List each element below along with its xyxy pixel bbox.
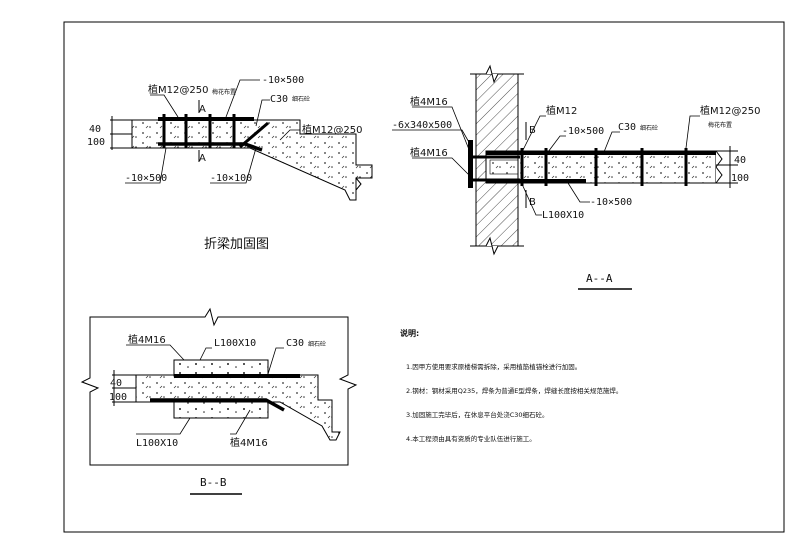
bb-title: B--B [200,476,227,489]
plan-title: 折梁加固图 [204,237,269,252]
plan-plate-bottom-label: -10×500 [125,173,167,184]
notes-item-2: 2.钢材：钢材采用Q235，焊条为普通E型焊条，焊缝长度按相关规范施焊。 [406,386,622,395]
aa-concrete: C30 [618,122,636,133]
plan-bolt-top-label: 植M12@250 [148,83,208,96]
notes-heading: 说明: [400,328,419,338]
plan-bolt-top-note: 梅花布置 [212,88,236,96]
bb-bolt-bottom: 植4M16 [230,436,268,449]
aa-bolt-right: 植M12@250 [700,104,760,117]
plan-concrete-label: C30 [270,94,288,105]
bb-angle-bottom: L100X10 [136,438,178,449]
bb-dim-40: 40 [110,378,122,389]
plan-concrete-note: 细石砼 [292,95,310,103]
aa-bolt-4m16-top: 植4M16 [410,95,448,108]
aa-concrete-note: 细石砼 [640,124,658,132]
aa-bolt-m12: 植M12 [546,104,577,117]
aa-bolt-right-note: 梅花布置 [708,121,732,129]
aa-dim-100: 100 [731,173,749,184]
plan-bolt-right-label: 植M12@250 [302,123,362,136]
bb-bolt-top: 植4M16 [128,333,166,346]
plan-section-a-bottom: A [199,153,206,164]
aa-plate-bottom: -10×500 [590,197,632,208]
aa-plate-340: -6x340x500 [392,120,452,131]
plan-dim-100: 100 [87,137,105,148]
section-b-b: 40 100 植4M16 L100X10 C30 细石砼 L100X10 植4M… [80,307,358,495]
plan-plate-bend-label: -10×100 [210,173,252,184]
notes-item-4: 4.本工程须由具有资质的专业队伍进行施工。 [406,434,536,443]
bb-angle-top: L100X10 [214,338,256,349]
plan-plate-top-label: -10×500 [262,75,304,86]
bb-concrete: C30 [286,338,304,349]
notes-item-3: 3.加固施工完毕后，在休息平台处浇C30细石砼。 [406,410,549,419]
bb-dim-100: 100 [109,392,127,403]
plan-dim-40: 40 [89,124,101,135]
section-a-a: B B 40 100 植4M16 -6x340x500 植4M16 植M12 -… [392,64,760,290]
aa-plate-top: -10×500 [562,126,604,137]
bb-concrete-note: 细石砼 [308,340,326,348]
aa-title: A--A [586,272,613,285]
aa-bolt-4m16-bottom: 植4M16 [410,146,448,159]
notes-item-1: 1.因甲方使用要求原楼梯需拆除，采用植筋植锚栓进行加固。 [406,362,581,371]
notes-block: 说明: 1.因甲方使用要求原楼梯需拆除，采用植筋植锚栓进行加固。 2.钢材：钢材… [400,328,622,443]
plan-section-a-top: A [199,104,206,115]
aa-section-b-bottom: B [529,197,536,208]
aa-dim-40: 40 [734,155,746,166]
beam-reinforcement-elevation: 40 100 A A 植M12@250 梅花布置 -10×500 C30 细石砼… [87,75,373,252]
aa-angle: L100X10 [542,210,584,221]
sheet-frame [63,21,785,533]
